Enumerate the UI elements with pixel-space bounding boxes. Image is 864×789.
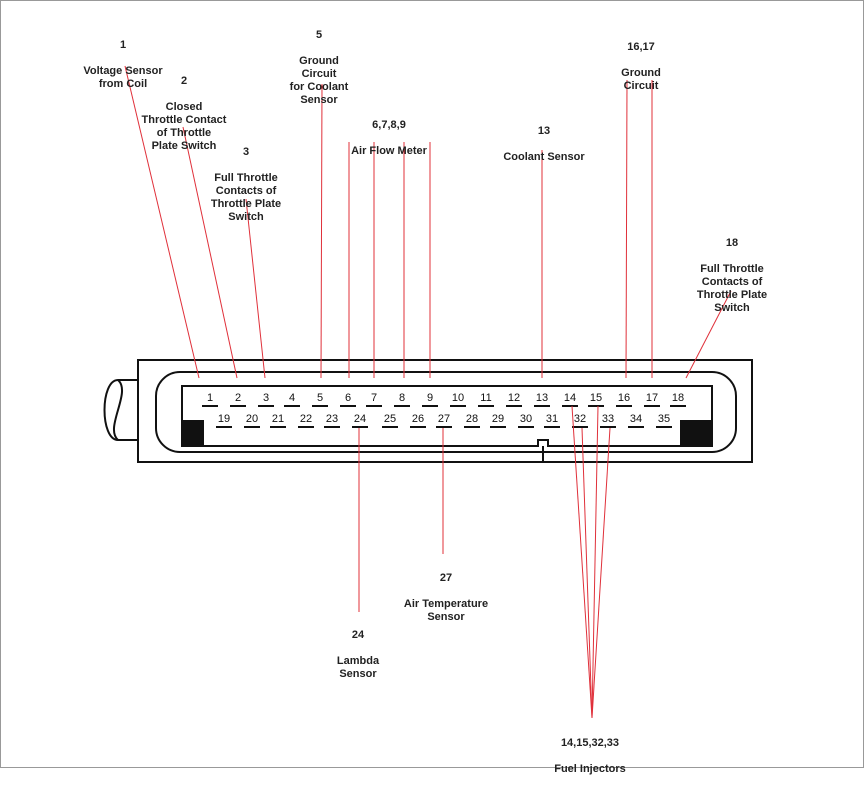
connector-inner-outline: [155, 371, 737, 453]
pin-bottom-28: 28: [466, 413, 478, 425]
key-right: [680, 420, 712, 446]
pin-bottom-32: 32: [574, 413, 586, 425]
pin-top-2: 2: [235, 392, 241, 404]
pin-bottom-25: 25: [384, 413, 396, 425]
leader-pin-3: [245, 198, 266, 379]
pin-top-10: 10: [452, 392, 464, 404]
pin-top-15: 15: [590, 392, 602, 404]
pin-top-16: 16: [618, 392, 630, 404]
label-pin-1: 1 Voltage Sensor from Coil: [60, 26, 186, 104]
connector-face: [181, 385, 713, 447]
leader-pin-2: [182, 126, 238, 379]
label-pins-6-9: 6,7,8,9 Air Flow Meter: [334, 106, 444, 171]
label-pin-18: 18 Full Throttle Contacts of Throttle Pl…: [680, 224, 784, 328]
pin-bottom-24: 24: [354, 413, 366, 425]
leader-pin-14: [571, 405, 593, 719]
label-fuel-injectors-text: Fuel Injectors: [554, 763, 626, 775]
label-pin-13-text: Coolant Sensor: [503, 151, 585, 163]
label-fuel-injectors: 14,15,32,33 Fuel Injectors: [534, 724, 646, 789]
pin-top-13: 13: [536, 392, 548, 404]
label-pin-3: 3 Full Throttle Contacts of Throttle Pla…: [192, 133, 300, 237]
pin-top-12: 12: [508, 392, 520, 404]
pin-top-5: 5: [317, 392, 323, 404]
pin-bottom-27: 27: [438, 413, 450, 425]
label-pin-24-num: 24: [351, 629, 365, 641]
pin-top-18: 18: [672, 392, 684, 404]
label-pins-16-17-num: 16,17: [627, 41, 655, 53]
leader-pin-5: [320, 83, 323, 379]
pin-top-9: 9: [427, 392, 433, 404]
label-pin-3-num: 3: [242, 146, 250, 158]
leader-pin-1: [124, 65, 200, 379]
pin-bottom-23: 23: [326, 413, 338, 425]
leader-lines: [124, 65, 732, 719]
pin-bottom-31: 31: [546, 413, 558, 425]
label-pin-1-num: 1: [119, 39, 127, 51]
pin-bottom-21: 21: [272, 413, 284, 425]
pin-top-17: 17: [646, 392, 658, 404]
pin-top-7: 7: [371, 392, 377, 404]
leader-pin-18: [685, 290, 732, 379]
label-fuel-injectors-num: 14,15,32,33: [560, 737, 620, 749]
leader-pin-33: [591, 427, 611, 719]
leader-pin-15: [591, 405, 599, 719]
label-pin-1-text: Voltage Sensor from Coil: [83, 65, 163, 90]
label-pin-27-text: Air Temperature Sensor: [403, 598, 489, 623]
pin-top-11: 11: [480, 392, 491, 404]
label-pins-16-17-text: Ground Circuit: [621, 67, 661, 92]
pin-bottom-22: 22: [300, 413, 312, 425]
label-pin-2-text: Closed Throttle Contact of Throttle Plat…: [141, 101, 227, 152]
pin-bottom-29: 29: [492, 413, 504, 425]
pin-top-1: 1: [207, 392, 213, 404]
pins-bottom-row: 19 20 21 22 23 24 25 26 27 28 29 30 31 32 33 34 35: [216, 413, 672, 428]
label-pins-6-9-num: 6,7,8,9: [372, 119, 406, 131]
label-pin-18-text: Full Throttle Contacts of Throttle Plate…: [696, 263, 768, 314]
pin-top-4: 4: [289, 392, 295, 404]
label-pin-5: 5 Ground Circuit for Coolant Sensor: [274, 16, 364, 120]
label-pin-2: 2 Closed Throttle Contact of Throttle Pl…: [126, 62, 242, 166]
pin-top-3: 3: [263, 392, 269, 404]
label-pin-13: 13 Coolant Sensor: [492, 112, 596, 177]
pin-top-6: 6: [345, 392, 351, 404]
pin-bottom-20: 20: [246, 413, 258, 425]
label-pin-13-num: 13: [537, 125, 551, 137]
pin-bottom-35: 35: [658, 413, 670, 425]
pin-bottom-30: 30: [520, 413, 532, 425]
pin-top-8: 8: [399, 392, 405, 404]
label-pin-2-num: 2: [180, 75, 188, 87]
pin-bottom-26: 26: [412, 413, 424, 425]
pin-bottom-33: 33: [602, 413, 614, 425]
label-pin-5-num: 5: [315, 29, 323, 41]
pin-bottom-19: 19: [218, 413, 230, 425]
wire-stub: [103, 379, 138, 441]
key-left: [182, 420, 204, 446]
label-pin-24-text: Lambda Sensor: [336, 655, 380, 680]
label-pin-3-text: Full Throttle Contacts of Throttle Plate…: [210, 172, 282, 223]
label-pin-24: 24 Lambda Sensor: [318, 616, 398, 694]
leader-pin-32: [581, 427, 593, 719]
label-pin-27: 27 Air Temperature Sensor: [390, 559, 502, 637]
label-pin-5-text: Ground Circuit for Coolant Sensor: [289, 55, 349, 106]
label-pins-6-9-text: Air Flow Meter: [351, 145, 427, 157]
pin-bottom-34: 34: [630, 413, 642, 425]
label-pin-27-num: 27: [439, 572, 453, 584]
pin-top-14: 14: [564, 392, 576, 404]
leader-pin-16: [625, 79, 628, 379]
label-pin-18-num: 18: [725, 237, 739, 249]
label-pins-16-17: 16,17 Ground Circuit: [604, 28, 678, 106]
